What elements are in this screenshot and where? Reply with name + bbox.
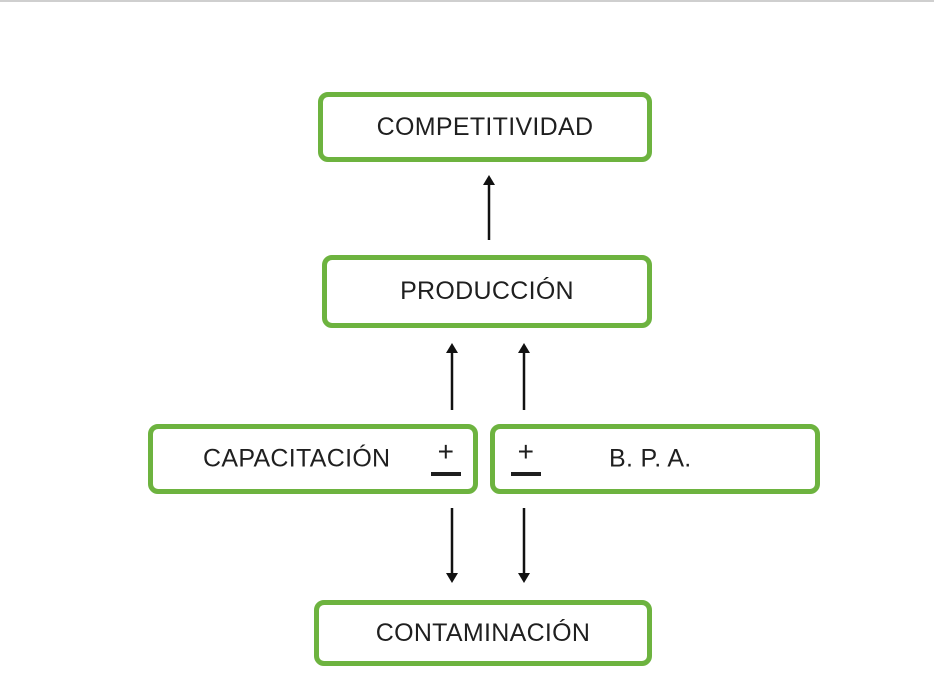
plus-minus-sign-bpa: +: [509, 438, 543, 482]
node-competitividad-label: COMPETITIVIDAD: [376, 112, 594, 141]
node-bpa: + B. P. A.: [490, 424, 820, 494]
node-capacitacion-label: CAPACITACIÓN: [203, 444, 391, 473]
node-bpa-label: B. P. A.: [609, 444, 692, 473]
node-contaminacion: CONTAMINACIÓN: [314, 600, 652, 666]
node-produccion: PRODUCCIÓN: [322, 255, 652, 328]
minus-sign: [511, 472, 541, 476]
plus-minus-sign-capacitacion: +: [429, 438, 463, 482]
top-divider: [0, 0, 934, 2]
minus-sign: [431, 472, 461, 476]
node-competitividad: COMPETITIVIDAD: [318, 92, 652, 162]
plus-sign: +: [437, 436, 455, 467]
node-capacitacion: CAPACITACIÓN +: [148, 424, 478, 494]
node-contaminacion-label: CONTAMINACIÓN: [375, 618, 591, 647]
node-produccion-label: PRODUCCIÓN: [400, 277, 574, 305]
plus-sign: +: [517, 436, 535, 467]
